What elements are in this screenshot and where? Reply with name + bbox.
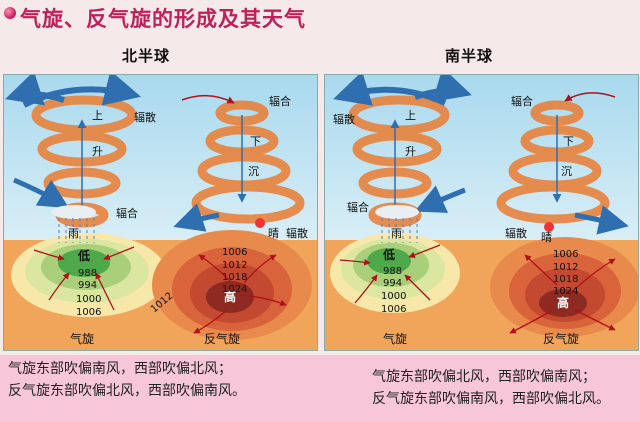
label-sunny: 晴 <box>268 227 279 240</box>
label-sunny: 晴 <box>541 231 552 244</box>
anticyclone-inflow-arrow <box>181 94 235 104</box>
south-caption: 气旋东部吹偏北风，西部吹偏南风； 反气旋东部吹偏南风，西部吹偏北风。 <box>372 366 610 410</box>
isobar-1006-high: 1006 <box>222 247 247 258</box>
label-rain: 雨 <box>391 227 402 240</box>
south-diagram: 上 升 辐散 辐合 雨 辐合 下 沉 辐散 晴 低 高 988 994 1000… <box>325 75 638 350</box>
cyclone-wind-arrows <box>339 244 441 304</box>
label-diverge-top: 辐散 <box>333 112 355 126</box>
north-diagram: 上 升 辐散 辐合 雨 辐合 下 沉 辐散 晴 低 高 988 994 1000… <box>4 75 317 350</box>
north-caption-line-2: 反气旋东部吹偏北风，西部吹偏南风。 <box>8 383 246 399</box>
anticyclone-wind-arrows <box>193 254 287 334</box>
label-down: 下 <box>250 135 261 148</box>
label-down: 下 <box>563 135 574 148</box>
isobar-1012-high: 1012 <box>553 262 578 273</box>
anticyclone-wind-arrows <box>509 254 616 334</box>
label-high: 高 <box>557 295 569 310</box>
page-title: 气旋、反气旋的形成及其天气 <box>20 7 306 31</box>
label-rise: 升 <box>405 145 416 158</box>
label-rise: 升 <box>92 145 103 158</box>
label-high: 高 <box>224 289 236 304</box>
isobar-1024-high: 1024 <box>222 284 247 295</box>
label-diverge-top: 辐散 <box>134 110 156 124</box>
anticyclone-label: 反气旋 <box>204 331 240 346</box>
isobar-1018-high: 1018 <box>222 272 247 283</box>
anticyclone-outflow-arrow <box>173 203 220 232</box>
isobar-1018-high: 1018 <box>553 274 578 285</box>
isobar-1006-high: 1006 <box>553 249 578 260</box>
sun-icon <box>544 222 554 232</box>
south-labels: 上 升 辐散 辐合 雨 辐合 下 沉 辐散 晴 低 高 <box>333 94 574 310</box>
label-diverge-bottom: 辐散 <box>286 226 308 240</box>
rain-cloud <box>52 205 96 219</box>
isobar-1000: 1000 <box>76 294 101 305</box>
cyclone-label: 气旋 <box>383 331 407 346</box>
high-core <box>206 281 254 313</box>
caption-band <box>0 355 640 422</box>
rain-cloud <box>375 205 419 219</box>
label-rain: 雨 <box>68 227 79 240</box>
rain-lines <box>58 218 95 243</box>
anticyclone-outflow-arrow <box>574 205 629 235</box>
label-low: 低 <box>382 247 395 262</box>
cyclone-outflow-arrow-right <box>414 75 472 102</box>
bullet-icon <box>4 7 16 19</box>
label-sink: 沉 <box>561 165 572 178</box>
label-sink: 沉 <box>248 165 259 178</box>
cyclone-outflow-arrow-left <box>5 75 65 106</box>
isobar-1000: 1000 <box>381 291 406 302</box>
label-converge-bottom: 辐合 <box>116 206 138 220</box>
cyclone-wind-arrows <box>33 246 135 311</box>
isobar-994: 994 <box>383 278 402 289</box>
label-converge-top: 辐合 <box>511 94 533 108</box>
label-diverge-bottom: 辐散 <box>505 226 527 240</box>
isobar-988: 988 <box>78 268 97 279</box>
north-labels: 上 升 辐散 辐合 雨 辐合 下 沉 辐散 晴 低 高 <box>68 94 308 304</box>
south-hemisphere-heading: 南半球 <box>445 47 494 65</box>
anticyclone-label: 反气旋 <box>543 331 579 346</box>
label-converge-bottom: 辐合 <box>347 200 369 214</box>
low-core <box>367 248 411 274</box>
isobar-1006: 1006 <box>381 304 406 315</box>
label-up: 上 <box>405 109 416 122</box>
north-caption-line-1: 气旋东部吹偏南风，西部吹偏北风； <box>8 361 232 377</box>
south-hemisphere-panel: 上 升 辐散 辐合 雨 辐合 下 沉 辐散 晴 低 高 988 994 1000… <box>324 74 639 351</box>
cyclone-inflow-arrow <box>13 177 70 209</box>
sun-icon <box>255 218 265 228</box>
isobar-988: 988 <box>383 266 402 277</box>
rain-lines <box>381 218 418 243</box>
cyclone-inflow-arrow <box>414 185 466 213</box>
isobar-994: 994 <box>78 280 97 291</box>
isobar-1006: 1006 <box>76 307 101 318</box>
isobar-1024-high: 1024 <box>553 286 578 297</box>
north-hemisphere-panel: 上 升 辐散 辐合 雨 辐合 下 沉 辐散 晴 低 高 988 994 1000… <box>3 74 318 351</box>
south-caption-line-1: 气旋东部吹偏北风，西部吹偏南风； <box>372 369 596 385</box>
label-up: 上 <box>92 109 103 122</box>
label-low: 低 <box>77 248 90 263</box>
anticyclone-inflow-arrow <box>564 92 616 102</box>
south-isobar-values: 988 994 1000 1006 1006 1012 1018 1024 <box>381 249 578 315</box>
low-core <box>58 249 110 277</box>
north-caption: 气旋东部吹偏南风，西部吹偏北风； 反气旋东部吹偏北风，西部吹偏南风。 <box>8 358 246 402</box>
title-bar: 气旋、反气旋的形成及其天气 <box>0 0 640 40</box>
label-converge-top: 辐合 <box>269 94 291 108</box>
isobar-1012-high: 1012 <box>222 260 247 271</box>
north-hemisphere-heading: 北半球 <box>122 47 171 65</box>
south-caption-line-2: 反气旋东部吹偏南风，西部吹偏北风。 <box>372 391 610 407</box>
cyclone-label: 气旋 <box>70 331 94 346</box>
